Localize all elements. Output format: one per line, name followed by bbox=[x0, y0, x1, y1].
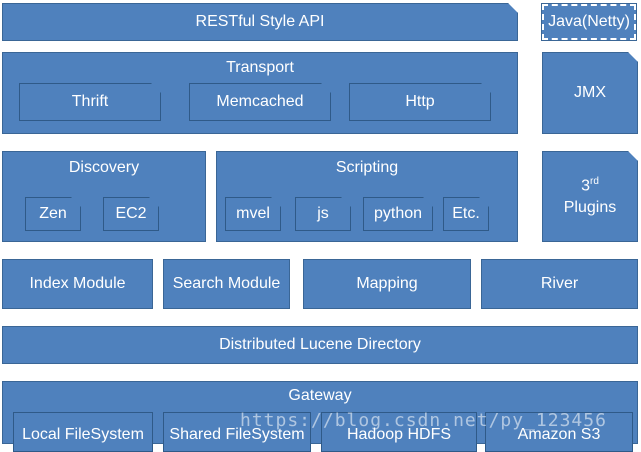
scripting-python-label: python bbox=[373, 205, 423, 222]
mapping-label: Mapping bbox=[356, 275, 418, 292]
lucene-directory-label: Distributed Lucene Directory bbox=[219, 336, 421, 353]
transport-thrift-label: Thrift bbox=[71, 93, 109, 110]
transport-http: Http bbox=[349, 83, 491, 121]
watermark: https://blog.csdn.net/py_123456 bbox=[240, 410, 607, 431]
scripting-etc: Etc. bbox=[443, 197, 489, 231]
java-netty-label: Java(Netty) bbox=[548, 13, 630, 30]
restful-api-box: RESTful Style API bbox=[2, 3, 518, 41]
index-module-box: Index Module bbox=[2, 259, 153, 309]
river-label: River bbox=[540, 275, 579, 292]
plugins-label: Plugins bbox=[563, 198, 617, 216]
transport-memcached: Memcached bbox=[189, 83, 331, 121]
scripting-js: js bbox=[295, 197, 351, 231]
discovery-ec2: EC2 bbox=[103, 197, 159, 231]
transport-http-label: Http bbox=[405, 93, 435, 110]
discovery-ec2-label: EC2 bbox=[115, 205, 147, 222]
transport-thrift: Thrift bbox=[19, 83, 161, 121]
restful-api-label: RESTful Style API bbox=[195, 13, 325, 30]
gateway-hadoop-hdfs-label: Hadoop HDFS bbox=[346, 426, 452, 443]
mapping-box: Mapping bbox=[303, 259, 471, 309]
gateway-amazon-s3-label: Amazon S3 bbox=[517, 426, 601, 443]
lucene-directory-box: Distributed Lucene Directory bbox=[2, 326, 638, 364]
plugins-number: 3 bbox=[581, 177, 590, 195]
plugins-suffix: rd bbox=[590, 175, 599, 187]
river-box: River bbox=[481, 259, 638, 309]
plugins-ordinal: 3rd bbox=[581, 175, 599, 197]
scripting-etc-label: Etc. bbox=[452, 205, 480, 222]
jmx-box: JMX bbox=[542, 52, 638, 134]
discovery-title: Discovery bbox=[68, 159, 140, 176]
plugins-box: 3rd Plugins bbox=[542, 151, 638, 242]
discovery-zen-label: Zen bbox=[39, 205, 67, 222]
index-module-label: Index Module bbox=[29, 275, 126, 292]
gateway-local-fs-label: Local FileSystem bbox=[22, 426, 144, 443]
scripting-js-label: js bbox=[317, 205, 329, 222]
java-netty-box: Java(Netty) bbox=[541, 3, 637, 41]
scripting-mvel-label: mvel bbox=[236, 205, 270, 222]
scripting-python: python bbox=[363, 197, 433, 231]
scripting-title: Scripting bbox=[335, 159, 399, 176]
search-module-label: Search Module bbox=[172, 275, 281, 292]
transport-title: Transport bbox=[226, 59, 294, 76]
scripting-group: Scripting mvel js python Etc. bbox=[216, 151, 518, 242]
search-module-box: Search Module bbox=[163, 259, 290, 309]
jmx-label: JMX bbox=[574, 84, 606, 101]
discovery-zen: Zen bbox=[25, 197, 81, 231]
gateway-local-fs: Local FileSystem bbox=[13, 412, 153, 452]
gateway-shared-fs-label: Shared FileSystem bbox=[169, 426, 305, 443]
scripting-mvel: mvel bbox=[225, 197, 281, 231]
gateway-title: Gateway bbox=[288, 387, 352, 404]
transport-memcached-label: Memcached bbox=[216, 93, 304, 110]
discovery-group: Discovery Zen EC2 bbox=[2, 151, 206, 242]
transport-group: Transport Thrift Memcached Http bbox=[2, 52, 518, 134]
